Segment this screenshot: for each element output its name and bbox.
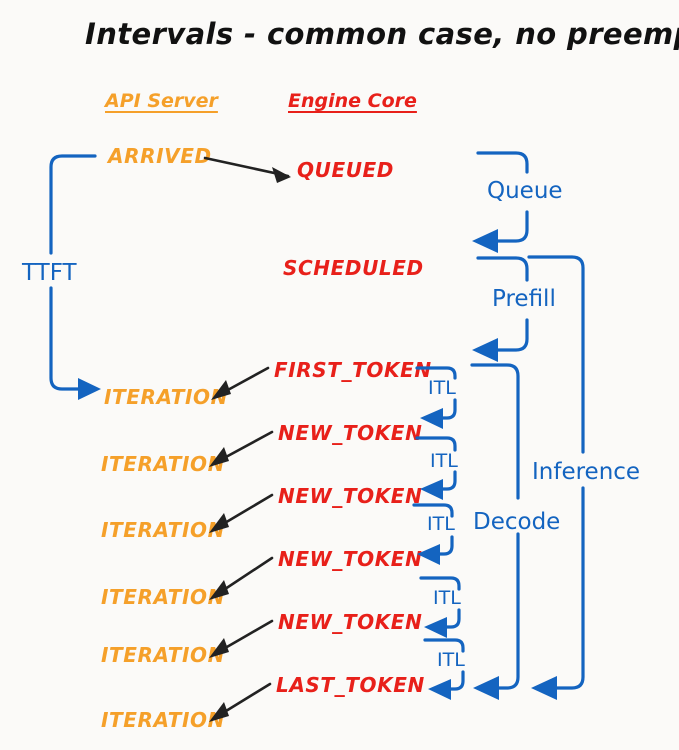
state-iteration-5: ITERATION <box>101 643 225 667</box>
column-header-api-server: API Server <box>105 90 218 112</box>
arrow-first-token-to-iteration-1 <box>211 366 270 400</box>
interval-label-decode: Decode <box>473 509 561 535</box>
state-last-token: LAST_TOKEN <box>276 673 425 697</box>
interval-label-itl-2: ITL <box>430 450 458 472</box>
column-header-engine-core: Engine Core <box>288 90 417 112</box>
arrow-last-token-to-iteration-6 <box>209 682 272 722</box>
bracket-itl-4 <box>419 576 461 638</box>
arrow-new-token-to-iteration-2 <box>209 430 274 467</box>
interval-label-itl-1: ITL <box>428 377 456 399</box>
state-iteration-3: ITERATION <box>101 518 225 542</box>
interval-label-ttft: TTFT <box>22 260 77 286</box>
bracket-itl-1 <box>415 366 457 429</box>
arrow-new-token-to-iteration-4 <box>209 556 274 600</box>
interval-label-itl-4: ITL <box>433 587 461 609</box>
bracket-itl-3 <box>412 503 454 565</box>
state-iteration-4: ITERATION <box>101 585 225 609</box>
state-scheduled: SCHEDULED <box>283 256 424 280</box>
state-first-token: FIRST_TOKEN <box>274 358 432 382</box>
bracket-ttft <box>49 154 101 400</box>
state-arrived: ARRIVED <box>108 144 212 168</box>
state-iteration-2: ITERATION <box>101 452 225 476</box>
state-new-token-4: NEW_TOKEN <box>278 610 423 634</box>
bracket-itl-5 <box>423 638 465 700</box>
interval-label-itl-5: ITL <box>437 649 465 671</box>
state-new-token-2: NEW_TOKEN <box>278 484 423 508</box>
bracket-inference <box>527 255 585 700</box>
diagram-title: Intervals - common case, no preemptions <box>85 17 679 51</box>
interval-label-prefill: Prefill <box>492 286 556 312</box>
state-iteration-1: ITERATION <box>104 385 228 409</box>
state-queued: QUEUED <box>297 158 395 182</box>
state-new-token-1: NEW_TOKEN <box>278 421 423 445</box>
bracket-decode <box>470 363 520 700</box>
bracket-queue <box>472 151 529 253</box>
arrow-new-token-to-iteration-3 <box>209 493 274 533</box>
interval-label-itl-3: ITL <box>427 513 455 535</box>
arrow-new-token-to-iteration-5 <box>209 619 274 658</box>
bracket-itl-2 <box>415 436 457 500</box>
interval-label-queue: Queue <box>487 178 563 204</box>
bracket-prefill <box>472 256 529 362</box>
arrow-arrived-to-queued <box>203 156 291 183</box>
state-new-token-3: NEW_TOKEN <box>278 547 423 571</box>
state-iteration-6: ITERATION <box>101 708 225 732</box>
interval-label-inference: Inference <box>532 459 641 485</box>
